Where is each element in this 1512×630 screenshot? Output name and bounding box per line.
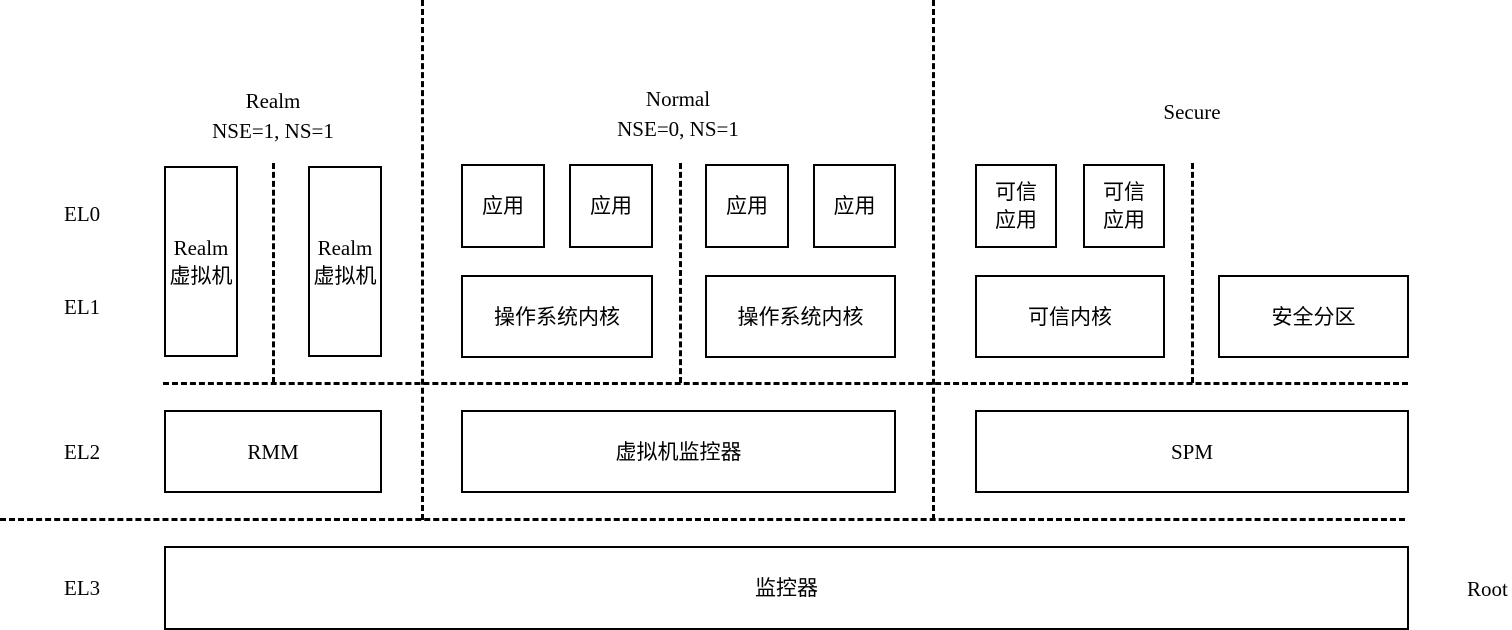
- trusted-app-1-line2: 应用: [995, 208, 1037, 232]
- secure-world-title: Secure: [1163, 100, 1221, 124]
- realm-vm-2-line1: Realm: [317, 235, 373, 260]
- realm-vm-box-2: Realm 虚拟机: [308, 166, 382, 357]
- el2-label: EL2: [64, 440, 101, 464]
- hypervisor-box: 虚拟机监控器: [461, 410, 896, 493]
- el3-label: EL3: [64, 576, 101, 600]
- el2-el3-divider: [0, 518, 1405, 521]
- realm-vm-1-line2: 虚拟机: [169, 263, 233, 288]
- realm-vm-1-line1: Realm: [173, 235, 229, 260]
- normal-world-name: Normal: [645, 87, 711, 111]
- el1-label: EL1: [64, 295, 101, 319]
- trusted-app-box-1: 可信应用: [975, 164, 1057, 248]
- trusted-app-2-line1: 可信: [1103, 180, 1145, 204]
- app-box-2: 应用: [569, 164, 653, 248]
- normal-secure-divider: [932, 0, 935, 520]
- normal-world-bits: NSE=0, NS=1: [617, 117, 739, 141]
- trusted-app-2-line2: 应用: [1103, 208, 1145, 232]
- root-world-title: Root: [1467, 577, 1508, 601]
- realm-world-name: Realm: [245, 89, 301, 113]
- normal-world-title: Normal NSE=0, NS=1: [598, 84, 758, 144]
- os-kernel-box-1: 操作系统内核: [461, 275, 653, 358]
- realm-vm-divider: [272, 163, 275, 383]
- os-kernel-box-2: 操作系统内核: [705, 275, 896, 358]
- secure-partition-box: 安全分区: [1218, 275, 1409, 358]
- secure-partition-divider: [1191, 163, 1194, 383]
- realm-vm-box-1: Realm 虚拟机: [164, 166, 238, 357]
- trusted-kernel-box: 可信内核: [975, 275, 1165, 358]
- app-box-3: 应用: [705, 164, 789, 248]
- el1-el2-divider: [163, 382, 1408, 385]
- app-box-1: 应用: [461, 164, 545, 248]
- rmm-box: RMM: [164, 410, 382, 493]
- app-box-4: 应用: [813, 164, 896, 248]
- trusted-app-1-line1: 可信: [995, 180, 1037, 204]
- spm-box: SPM: [975, 410, 1409, 493]
- realm-world-bits: NSE=1, NS=1: [212, 119, 334, 143]
- realm-normal-divider: [421, 0, 424, 520]
- monitor-box: 监控器: [164, 546, 1409, 630]
- trusted-app-box-2: 可信应用: [1083, 164, 1165, 248]
- normal-vm-divider: [679, 163, 682, 383]
- realm-world-title: Realm NSE=1, NS=1: [193, 86, 353, 146]
- realm-vm-2-line2: 虚拟机: [313, 263, 377, 288]
- el0-label: EL0: [64, 202, 101, 226]
